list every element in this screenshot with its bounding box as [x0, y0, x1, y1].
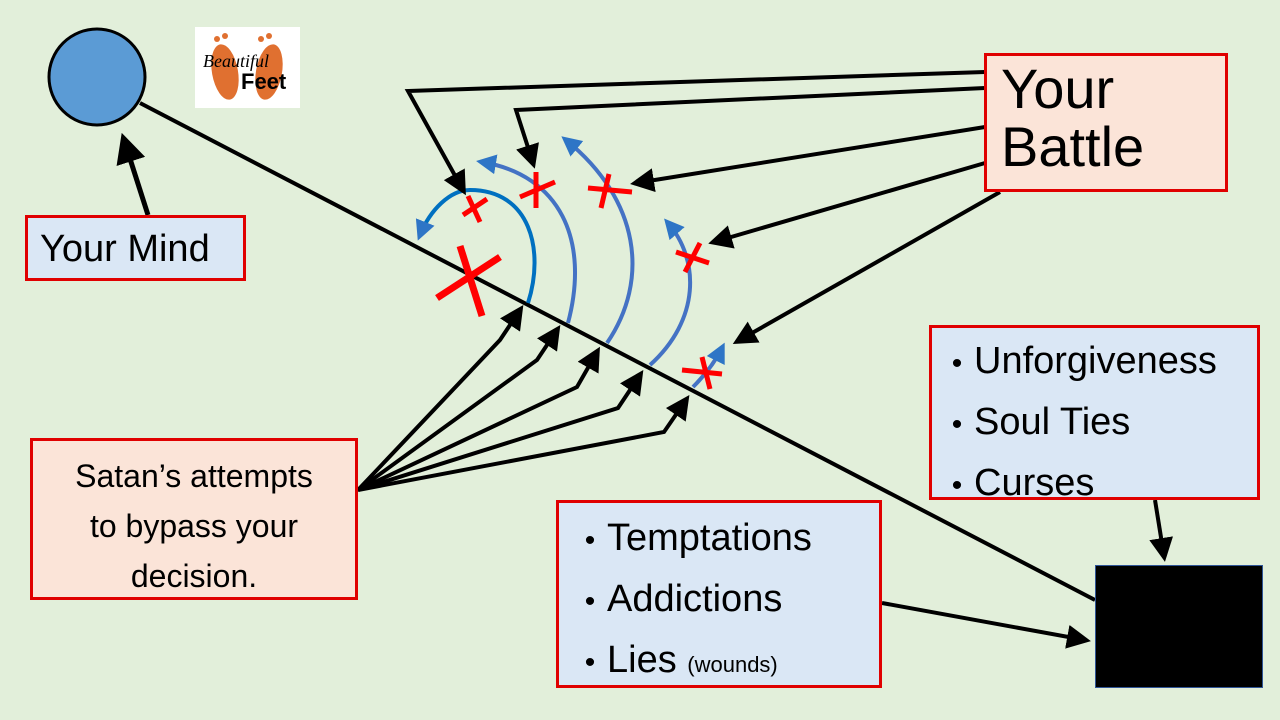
list-item-label: Unforgiveness	[974, 340, 1217, 382]
list-item: • Soul Ties	[940, 393, 1257, 454]
block-mark-4	[675, 241, 710, 274]
battle-arrow-1	[404, 70, 986, 196]
list-item: • Curses	[940, 454, 1257, 515]
satan-arrow-3	[357, 346, 600, 492]
battle-line-1: Your	[1001, 57, 1115, 120]
battle-arrow-3	[630, 125, 986, 192]
bullet-icon: •	[951, 408, 963, 441]
bullet-icon: •	[951, 347, 963, 380]
strongholds-arrow	[1149, 499, 1173, 562]
block-mark-big	[435, 244, 502, 318]
block-mark-5	[681, 356, 723, 390]
beautiful-feet-logo: Beautiful Feet	[195, 27, 300, 108]
block-mark-1	[461, 194, 489, 224]
list-item: • Addictions	[573, 570, 879, 631]
satan-line-3: decision.	[130, 558, 258, 594]
logo-script: Beautiful	[203, 51, 269, 71]
list-item-label: Curses	[974, 462, 1095, 504]
heart-block	[1095, 565, 1263, 688]
strongholds-box: • Unforgiveness • Soul Ties • Curses	[929, 325, 1260, 504]
list-item: • Temptations	[573, 509, 879, 570]
list-item-label: Addictions	[607, 578, 783, 620]
battle-arrow-2	[513, 86, 986, 169]
triggers-list: • Temptations • Addictions • Lies (wounds)	[559, 503, 879, 694]
deflect-arc-1	[415, 187, 537, 304]
logo-bold: Feet	[241, 69, 287, 94]
satan-arrow-1	[356, 305, 524, 492]
triggers-arrow	[881, 601, 1091, 649]
bullet-icon: •	[584, 646, 596, 679]
satan-arrow-5	[357, 395, 690, 492]
list-item: • Lies (wounds)	[573, 631, 879, 694]
battle-line-2: Battle	[1001, 115, 1145, 178]
satan-arrow-2	[356, 325, 561, 492]
triggers-box: • Temptations • Addictions • Lies (wounds)	[556, 500, 882, 688]
mind-label-box: Your Mind	[25, 215, 246, 281]
mind-circle	[47, 27, 147, 127]
battle-label-box: Your Battle	[984, 53, 1228, 192]
satan-arrow-4	[357, 370, 644, 492]
satan-line-2: to bypass your	[89, 508, 299, 544]
bullet-icon: •	[584, 585, 596, 618]
list-item-note: (wounds)	[687, 652, 778, 677]
bullet-icon: •	[951, 469, 963, 502]
block-mark-3	[587, 173, 633, 209]
list-item-label: Temptations	[607, 517, 812, 559]
block-mark-2	[519, 172, 556, 208]
battle-arrow-5	[732, 190, 1001, 344]
deflect-arc-2	[476, 154, 577, 324]
list-item-label: Soul Ties	[974, 401, 1131, 443]
footprints-icon: Beautiful Feet	[203, 33, 287, 100]
mind-label: Your Mind	[40, 228, 210, 270]
deflect-arc-5	[691, 342, 725, 389]
list-item: • Unforgiveness	[940, 332, 1257, 393]
decision-line	[139, 101, 1096, 602]
strongholds-list: • Unforgiveness • Soul Ties • Curses	[932, 328, 1257, 515]
satan-line-1: Satan’s attempts	[75, 458, 313, 494]
deflect-arc-3	[561, 136, 635, 345]
deflect-arc-4	[648, 218, 693, 367]
satan-label-box: Satan’s attempts to bypass your decision…	[30, 438, 358, 600]
mind-arrow	[116, 132, 151, 216]
list-item-label: Lies	[607, 639, 677, 681]
bullet-icon: •	[584, 524, 596, 557]
battle-arrow-4	[708, 161, 986, 249]
